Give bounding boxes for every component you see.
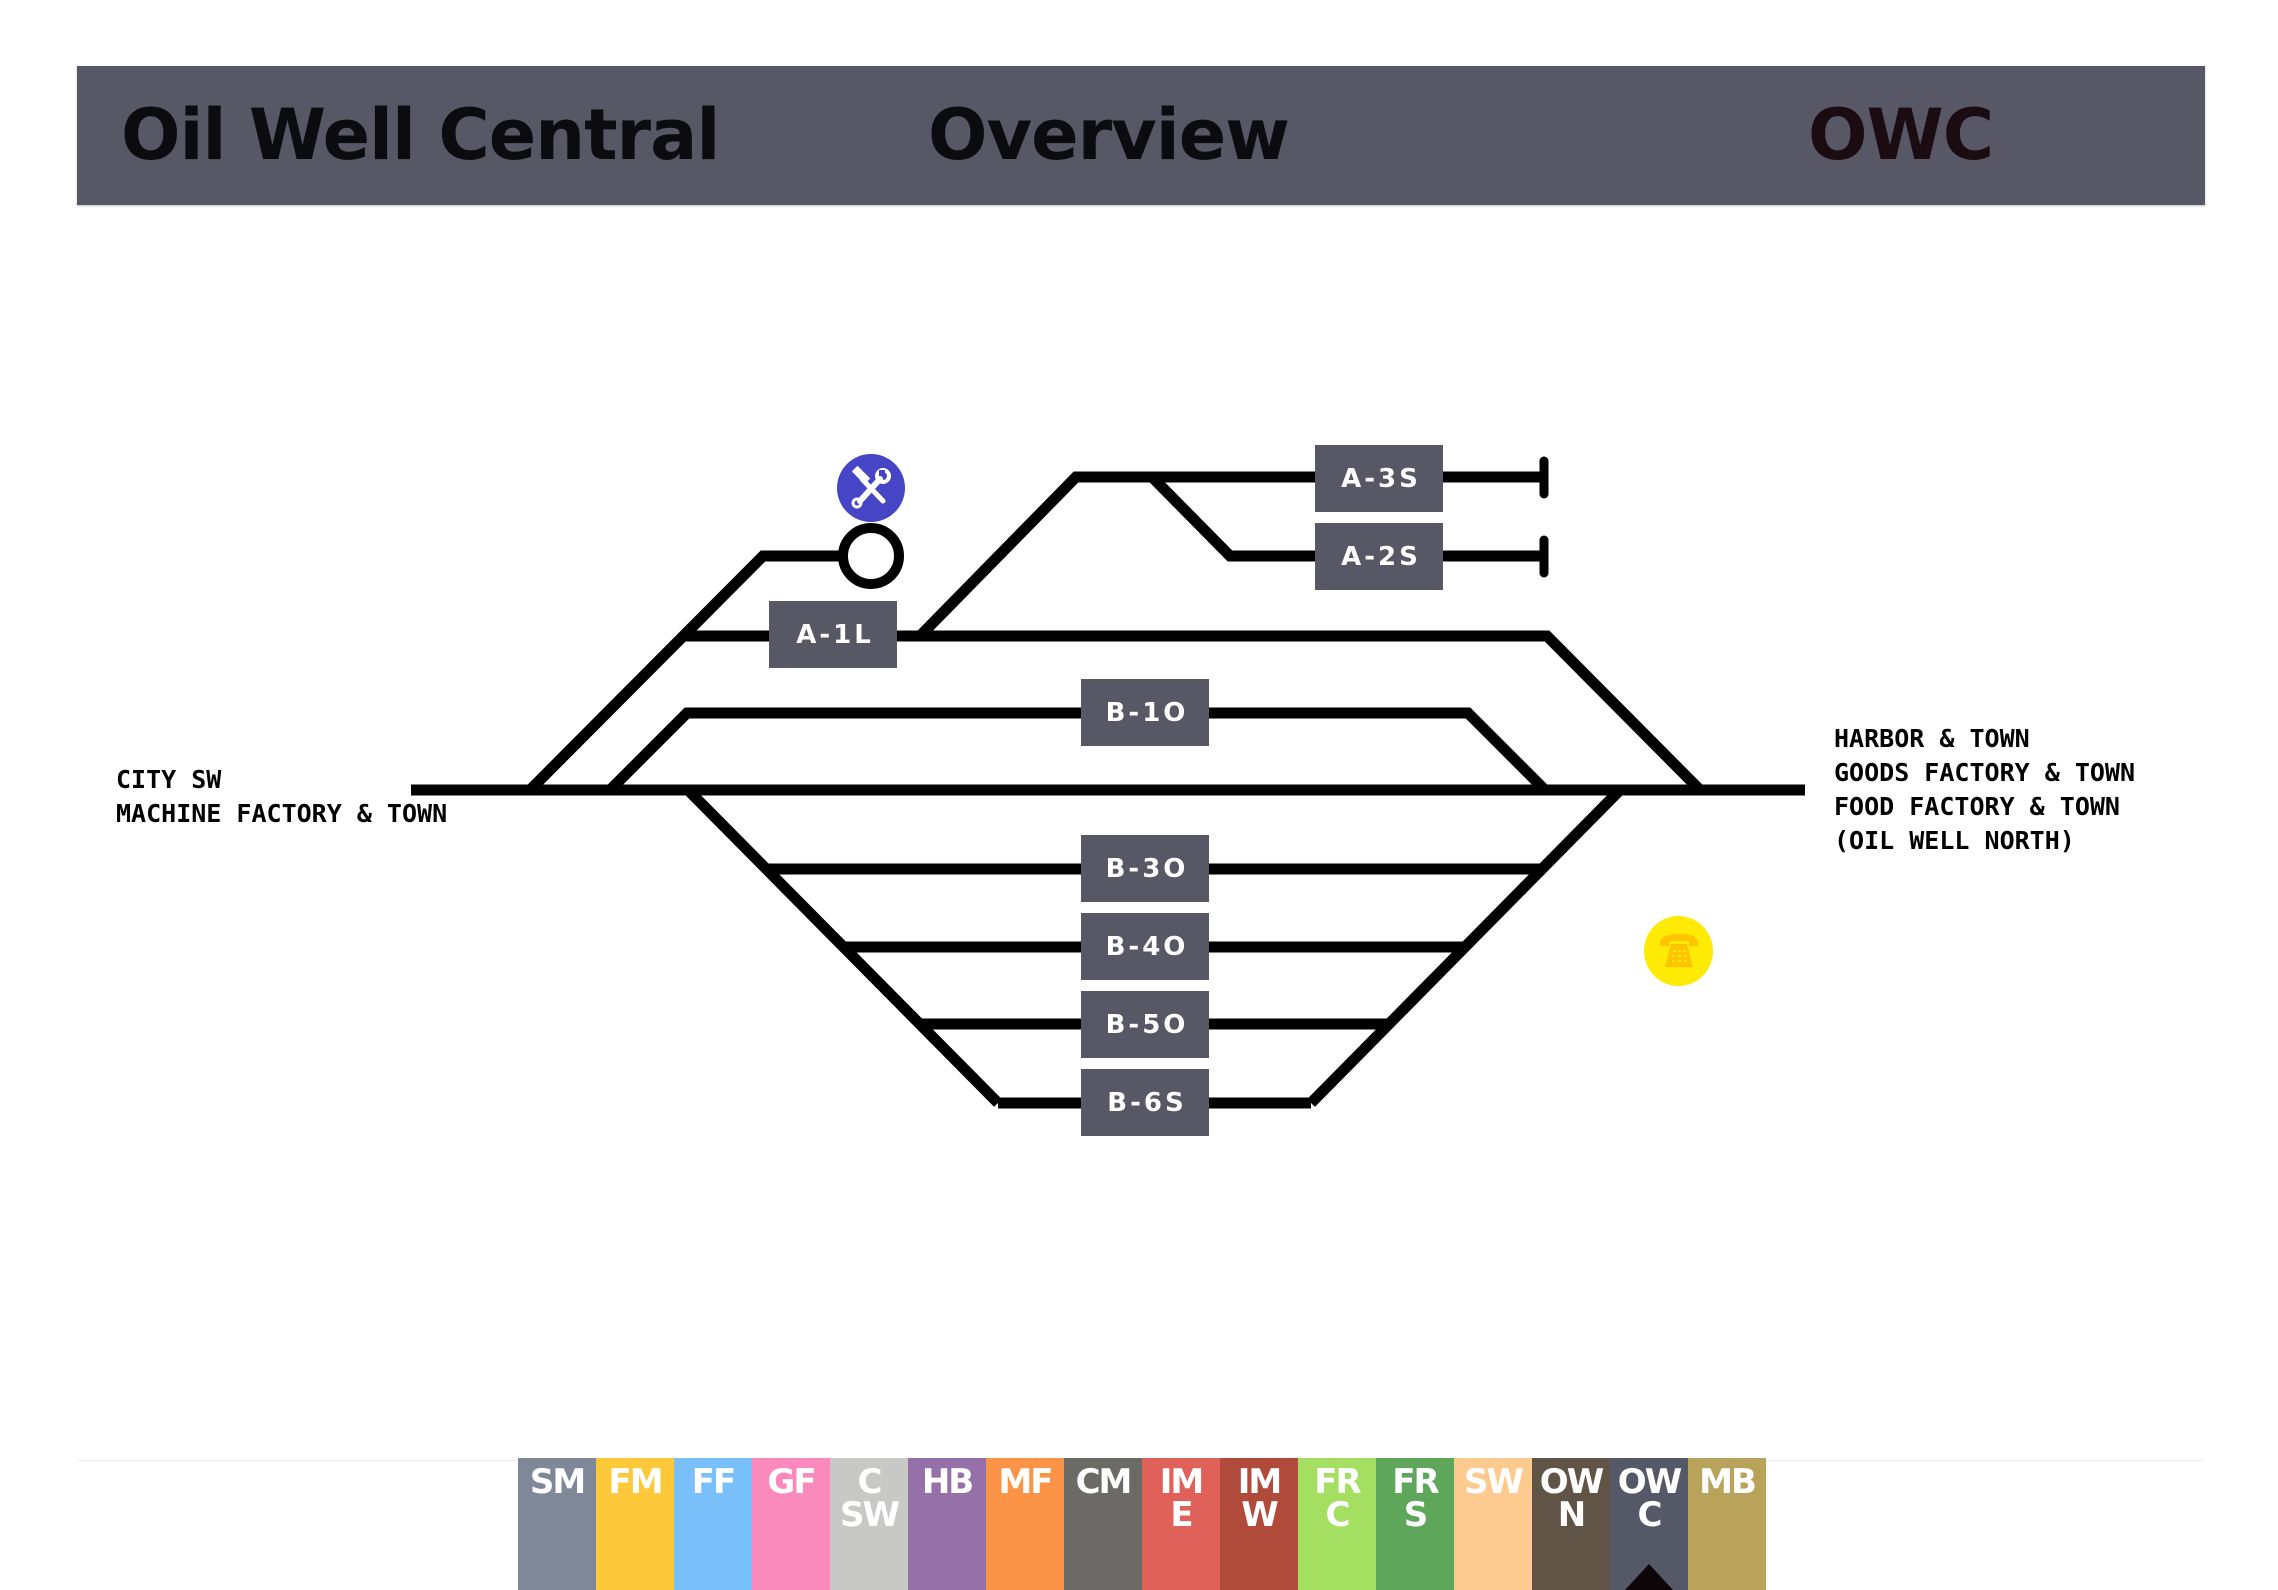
- siding-track-upper-left: [526, 550, 842, 794]
- view-name: Overview: [928, 94, 1290, 176]
- tab-label: SW: [1464, 1462, 1524, 1502]
- tab-label: C: [857, 1462, 883, 1502]
- platform-a-3s[interactable]: A-3S: [1315, 445, 1443, 512]
- tab-ff[interactable]: FF: [674, 1458, 752, 1590]
- destination-label: CITY SW: [116, 765, 222, 794]
- tab-label-line2: E: [1170, 1495, 1193, 1535]
- tab-label: IM: [1237, 1462, 1282, 1502]
- platform-b-1o[interactable]: B-1O: [1081, 679, 1209, 746]
- destination-label: MACHINE FACTORY & TOWN: [116, 799, 448, 828]
- active-tab-indicator-icon: [1625, 1564, 1673, 1590]
- station-name: Oil Well Central: [121, 94, 720, 176]
- destination-label: HARBOR & TOWN: [1834, 724, 2030, 753]
- tab-label: IM: [1159, 1462, 1204, 1502]
- maintenance-button[interactable]: [837, 454, 905, 522]
- tab-label: FF: [691, 1462, 736, 1502]
- tab-label: FR: [1392, 1462, 1439, 1502]
- tab-label: FM: [608, 1462, 663, 1502]
- tab-label: CM: [1075, 1462, 1133, 1502]
- tab-label: OW: [1539, 1462, 1604, 1502]
- tools-icon: [851, 465, 891, 509]
- destination-label: GOODS FACTORY & TOWN: [1834, 758, 2136, 787]
- phone-icon: [1659, 934, 1698, 967]
- tab-hb[interactable]: HB: [908, 1458, 986, 1590]
- tab-mb[interactable]: MB: [1688, 1458, 1766, 1590]
- tab-label: FR: [1314, 1462, 1361, 1502]
- tab-label: OW: [1617, 1462, 1682, 1502]
- destinations-east: HARBOR & TOWN GOODS FACTORY & TOWN FOOD FA…: [1834, 722, 2135, 858]
- tab-label-line2: W: [1241, 1495, 1279, 1535]
- platform-b-3o[interactable]: B-3O: [1081, 835, 1209, 902]
- tab-sm[interactable]: SM: [518, 1458, 596, 1590]
- station-header: Oil Well Central Overview OWC: [77, 66, 2205, 205]
- track-b-1o: [606, 707, 1549, 794]
- track-a-1l: [685, 630, 1704, 794]
- phone-button[interactable]: [1644, 916, 1713, 986]
- platform-a-2s[interactable]: A-2S: [1315, 523, 1443, 590]
- tab-label: MF: [998, 1462, 1053, 1502]
- tab-label-line2: S: [1403, 1495, 1429, 1535]
- divider-left: [77, 1460, 518, 1461]
- destination-label: FOOD FACTORY & TOWN: [1834, 792, 2120, 821]
- station-code: OWC: [1808, 94, 1994, 176]
- destination-label: (OIL WELL NORTH): [1834, 826, 2075, 855]
- platform-a-1l[interactable]: A-1L: [769, 601, 897, 668]
- tab-gf[interactable]: GF: [752, 1458, 830, 1590]
- platform-b-6s[interactable]: B-6S: [1081, 1069, 1209, 1136]
- tab-label: SM: [529, 1462, 586, 1502]
- divider-right: [1763, 1460, 2205, 1461]
- tab-label-line2: C: [1637, 1495, 1663, 1535]
- tab-label-line2: SW: [840, 1495, 900, 1535]
- tab-sw[interactable]: SW: [1454, 1458, 1532, 1590]
- platform-b-4o[interactable]: B-4O: [1081, 913, 1209, 980]
- platform-b-5o[interactable]: B-5O: [1081, 991, 1209, 1058]
- turntable-circle[interactable]: [838, 523, 904, 589]
- tab-fm[interactable]: FM: [596, 1458, 674, 1590]
- destinations-west: CITY SW MACHINE FACTORY & TOWN: [116, 763, 447, 831]
- tab-mf[interactable]: MF: [986, 1458, 1064, 1590]
- tab-label: MB: [1699, 1462, 1757, 1502]
- tab-label-line2: N: [1557, 1495, 1586, 1535]
- tab-label: GF: [767, 1462, 816, 1502]
- tab-label-line2: C: [1325, 1495, 1351, 1535]
- tab-cm[interactable]: CM: [1064, 1458, 1142, 1590]
- tab-label: HB: [921, 1462, 974, 1502]
